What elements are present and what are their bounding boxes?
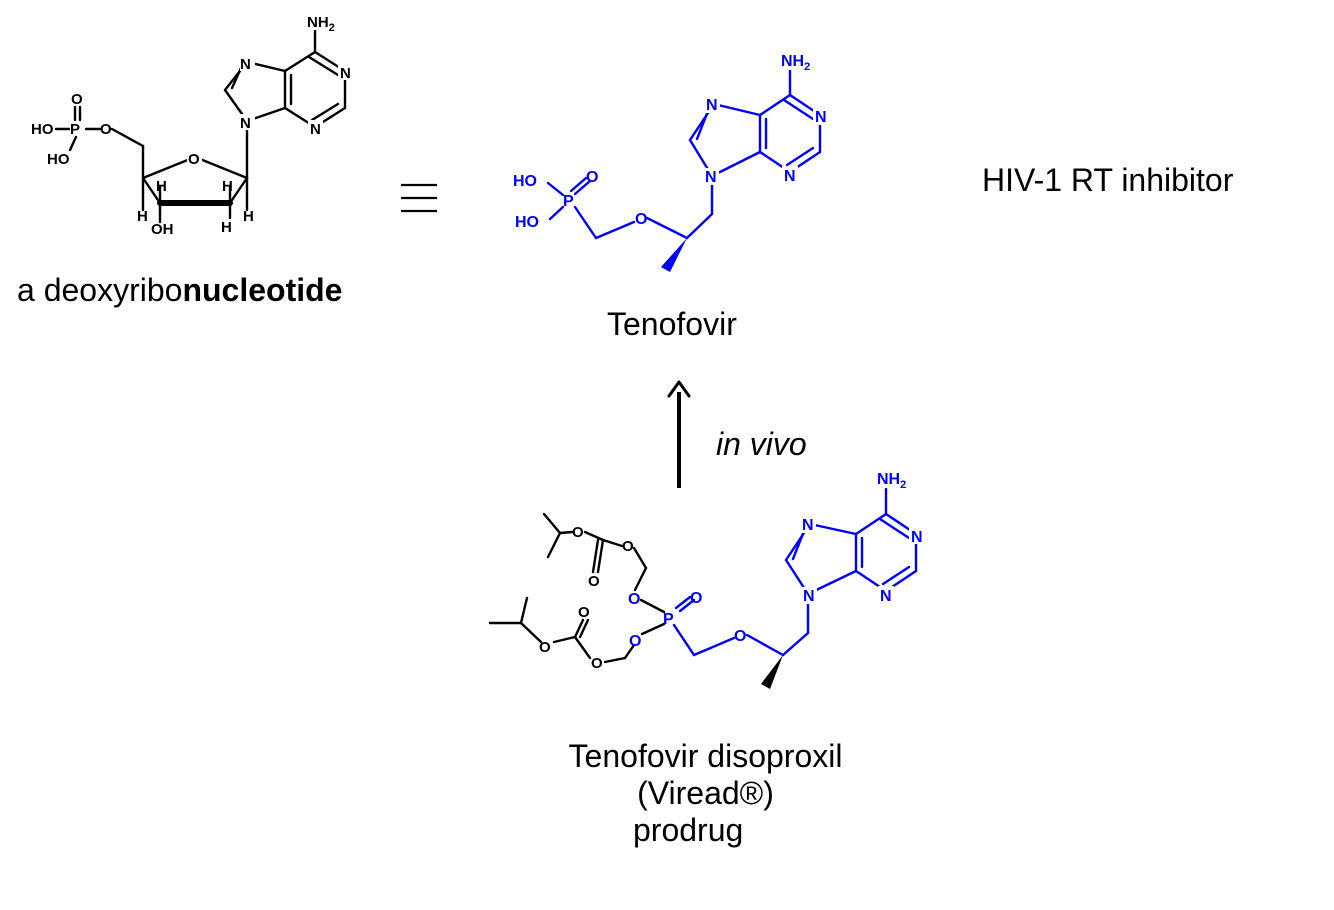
nucleotide-3-hydroxyl-label: OH xyxy=(151,221,174,238)
nucleotide-n9-label: N xyxy=(240,115,251,132)
prodrug-ester-oxygen-label: O xyxy=(629,633,641,650)
prodrug-caption-name: Tenofovir disoproxil xyxy=(568,738,843,774)
prodrug-carbonyl-oxygen-label: O xyxy=(588,573,600,590)
in-vivo-label: in vivo xyxy=(716,426,807,462)
nucleotide-caption-prefix: a deoxyribo xyxy=(17,272,183,308)
prodrug-caption: Tenofovir disoproxil (Viread®) prodrug xyxy=(549,738,862,849)
nucleotide-h-label: H xyxy=(243,208,254,225)
nucleotide-ester-oxygen-label: O xyxy=(100,121,112,138)
prodrug-caption-type: prodrug xyxy=(633,812,744,848)
tenofovir-structure: NH2 N N N N O P O HO HO xyxy=(513,50,829,272)
nucleotide-caption: a deoxyribonucleotide xyxy=(17,272,342,309)
tenofovir-phosphorus-label: P xyxy=(563,193,574,210)
tenofovir-n9-label: N xyxy=(705,169,717,186)
tenofovir-n7-label: N xyxy=(706,97,718,114)
prodrug-n3-label: N xyxy=(880,588,892,605)
prodrug-phosphorus-label: P xyxy=(663,611,674,628)
nucleotide-h-label: H xyxy=(221,219,232,236)
equivalence-sign xyxy=(401,183,437,213)
deoxyribonucleotide-structure: NH2 N N N N O O P O HO HO H H H H H OH xyxy=(31,12,353,238)
nucleotide-n7-label: N xyxy=(240,56,251,73)
nucleotide-n3-label: N xyxy=(310,121,321,138)
prodrug-ester-oxygen-label: O xyxy=(628,591,640,608)
nucleotide-n1-label: N xyxy=(340,65,351,82)
reaction-arrow xyxy=(667,380,691,488)
prodrug-carbonate-oxygen-label: O xyxy=(622,538,634,555)
prodrug-amino-label: NH2 xyxy=(877,471,906,491)
prodrug-n1-label: N xyxy=(911,529,923,546)
tenofovir-caption: Tenofovir xyxy=(607,306,737,342)
prodrug-carbonate-oxygen-label: O xyxy=(572,524,584,541)
hiv-rt-inhibitor-label: HIV-1 RT inhibitor xyxy=(982,162,1234,198)
prodrug-caption-brand: (Viread®) xyxy=(637,775,774,811)
tenofovir-hydroxyl-label: HO xyxy=(515,214,539,231)
nucleotide-hydroxyl-label: HO xyxy=(31,121,54,138)
prodrug-n7-label: N xyxy=(802,517,814,534)
nucleotide-hydroxyl-label: HO xyxy=(47,151,70,168)
tenofovir-phosphoryl-oxygen-label: O xyxy=(586,169,598,186)
tenofovir-n1-label: N xyxy=(815,109,827,126)
nucleotide-caption-bold: nucleotide xyxy=(182,272,343,308)
prodrug-carbonate-oxygen-label: O xyxy=(591,655,603,672)
nucleotide-h-label: H xyxy=(222,178,233,195)
nucleotide-ring-oxygen-label: O xyxy=(188,151,200,168)
prodrug-carbonyl-oxygen-label: O xyxy=(578,604,590,621)
prodrug-phosphoryl-oxygen-label: O xyxy=(690,590,702,607)
prodrug-ether-oxygen-label: O xyxy=(734,628,746,645)
prodrug-carbonate-oxygen-label: O xyxy=(539,639,551,656)
tenofovir-n3-label: N xyxy=(784,168,796,185)
tenofovir-amino-label: NH2 xyxy=(781,53,810,73)
nucleotide-h-label: H xyxy=(137,208,148,225)
nucleotide-amino-label: NH2 xyxy=(307,14,335,34)
nucleotide-phosphoryl-oxygen-label: O xyxy=(71,91,83,108)
tenofovir-disoproxil-structure: NH2 N N N N O P O O O O O O O O O xyxy=(488,468,925,689)
tenofovir-hydroxyl-label: HO xyxy=(513,173,537,190)
prodrug-n9-label: N xyxy=(803,588,815,605)
tenofovir-ether-oxygen-label: O xyxy=(635,211,647,228)
nucleotide-h-label: H xyxy=(156,178,167,195)
nucleotide-phosphorus-label: P xyxy=(70,121,80,138)
